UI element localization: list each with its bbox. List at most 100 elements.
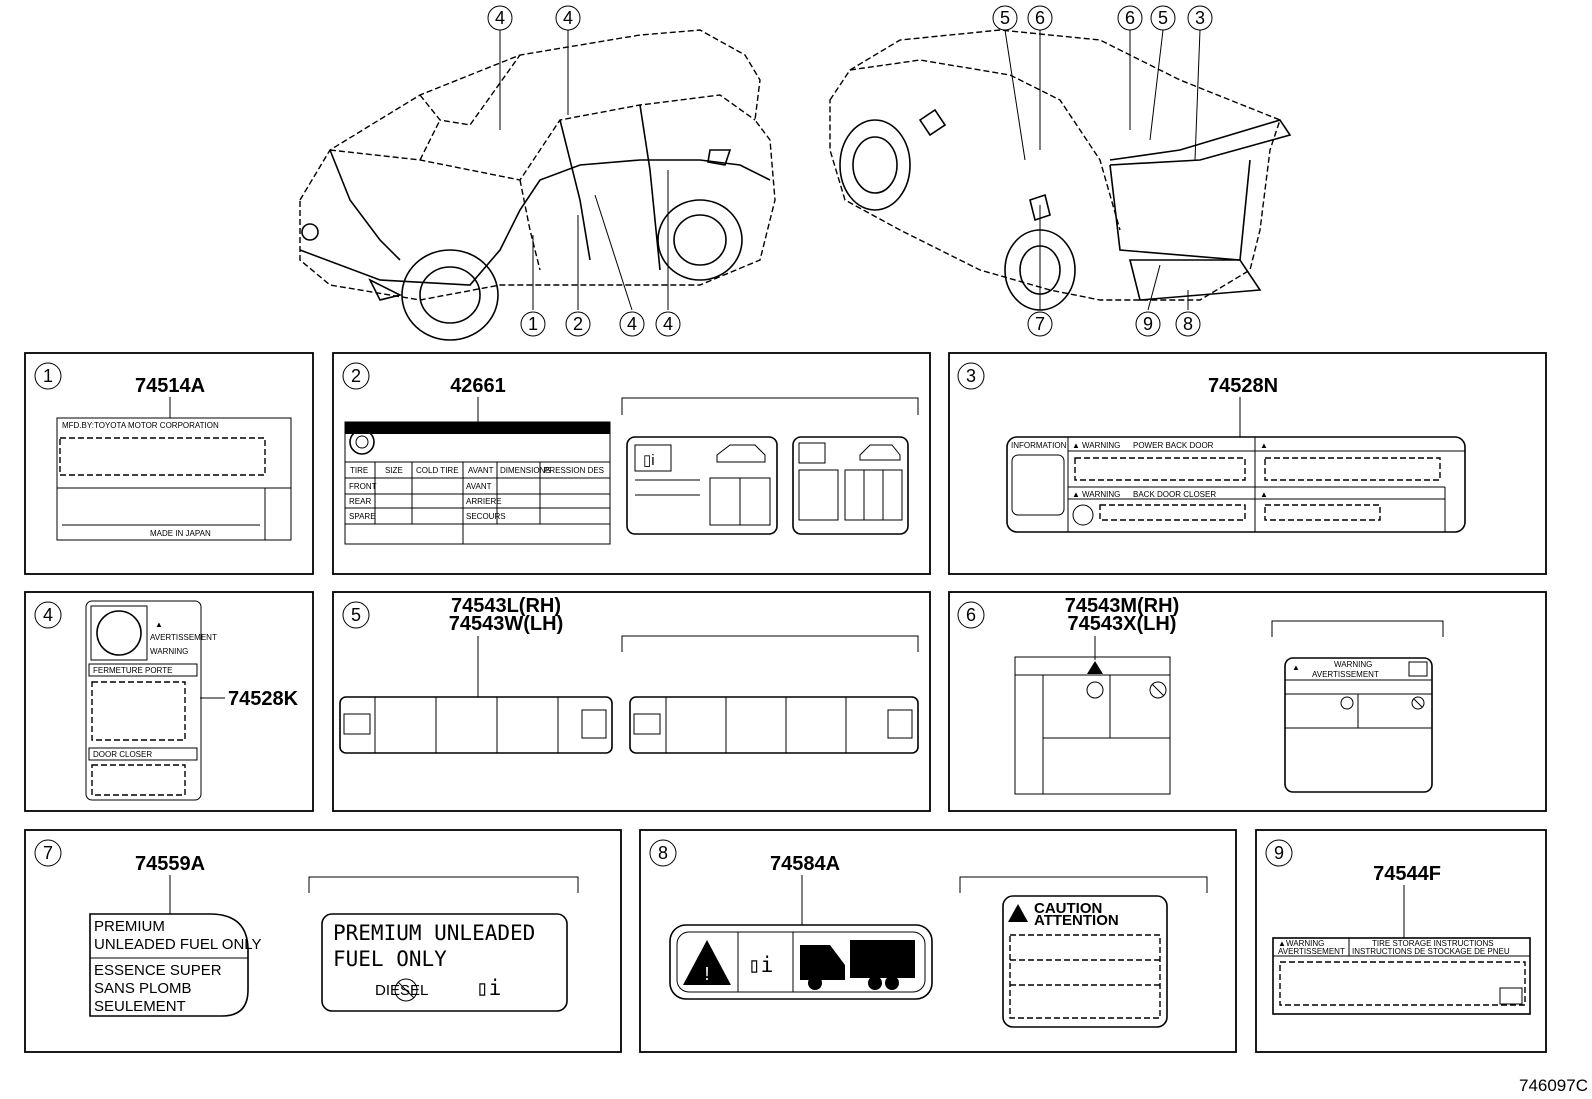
- panel-3: 3 74528N INFORMATION ▲ WARNING POWER BAC…: [948, 352, 1547, 575]
- tire-col-label: DIMENSIONS: [500, 466, 551, 475]
- callout-text: 6: [1035, 8, 1045, 28]
- callout-text: 8: [1183, 314, 1193, 334]
- part-number: 74543X(LH): [1068, 613, 1177, 635]
- fuel-label-right: [321, 913, 568, 1012]
- callout-text: 4: [495, 8, 505, 28]
- label-text: ▲: [1072, 441, 1080, 450]
- info-book-icon: ▯i: [476, 976, 501, 1000]
- tire-row-label: AVANT: [466, 482, 492, 491]
- part-number: 74544F: [1373, 863, 1441, 885]
- info-book-icon: ▯i: [748, 953, 773, 977]
- tire-col-label: TIRE: [350, 466, 368, 475]
- door-closer-label: [85, 600, 202, 801]
- part-number: 74528N: [1208, 375, 1278, 397]
- tire-row-label: SECOURS: [466, 512, 506, 521]
- label-text: ▲: [1260, 441, 1268, 450]
- callout-text: 3: [1195, 8, 1205, 28]
- tire-row-label: FRONT: [349, 482, 377, 491]
- part-number: 74528K: [228, 688, 299, 710]
- panel-2: 2 42661 TIRE SIZE COLD TIRE AVANT DIMENS…: [332, 352, 931, 575]
- label-text: CAUTION: [1034, 900, 1102, 917]
- label-text: INSTRUCTIONS DE STOCKAGE DE PNEU: [1352, 947, 1510, 956]
- panel-1: 1 74514A MFD.BY:TOYOTA MOTOR CORPORATION…: [24, 352, 314, 575]
- label-text: AVERTISSEMENT: [1312, 670, 1379, 679]
- callout-text: 9: [1143, 314, 1153, 334]
- label-text: DIESEL: [375, 982, 428, 999]
- label-text: WARNING: [1082, 441, 1120, 450]
- label-text: WARNING: [1082, 490, 1120, 499]
- part-number: 74543L(RH): [451, 595, 561, 617]
- panel-7: 7 74559A PREMIUM UNLEADED FUEL ONLY ESSE…: [24, 829, 622, 1053]
- panel-number: 5: [351, 605, 361, 625]
- callout-text: 2: [573, 314, 583, 334]
- panel-number: 8: [658, 843, 668, 863]
- diagram-code: 746097C: [1519, 1076, 1588, 1095]
- label-text: ▲: [1260, 490, 1268, 499]
- front-callouts: 4 4 1 2 4 4: [487, 5, 681, 337]
- panel-number: 4: [43, 605, 53, 625]
- rear-vehicle-illustration: [829, 29, 1292, 311]
- seat-warning-label-a: [1014, 656, 1171, 795]
- label-text: BACK DOOR CLOSER: [1133, 490, 1216, 499]
- callout-text: 4: [663, 314, 673, 334]
- label-text: ▲: [1072, 490, 1080, 499]
- callout-text: 1: [528, 314, 538, 334]
- panel-number: 2: [351, 366, 361, 386]
- seat-warning-label-b: [1284, 657, 1433, 793]
- warning-icon: [683, 940, 731, 985]
- label-text: WARNING: [1286, 939, 1324, 948]
- callout-text: 4: [627, 314, 637, 334]
- front-vehicle-illustration: [299, 29, 776, 341]
- label-text: PREMIUM: [94, 918, 165, 935]
- label-text: FUEL ONLY: [333, 947, 447, 971]
- tire-row-label: REAR: [349, 497, 371, 506]
- tire-col-label: PRESSION DES: [544, 466, 604, 475]
- label-text: INFORMATION: [1011, 441, 1067, 450]
- part-number: 74543M(RH): [1065, 595, 1179, 617]
- label-text: ▲: [155, 620, 163, 629]
- towing-icon: [800, 940, 915, 980]
- label-text: MFD.BY:TOYOTA MOTOR CORPORATION: [62, 421, 219, 430]
- panel-number: 9: [1274, 843, 1284, 863]
- label-text: MADE IN JAPAN: [150, 529, 211, 538]
- svg-text:!: !: [704, 964, 709, 984]
- tire-row-label: SPARE: [349, 512, 376, 521]
- fuel-label-left: [89, 913, 249, 1017]
- panel-4: 4 ▲ AVERTISSEMENT WARNING FERMETURE PORT…: [24, 591, 314, 812]
- label-text: SEULEMENT: [94, 998, 186, 1015]
- part-number: 74543W(LH): [449, 613, 563, 635]
- panel-5: 5 74543L(RH) 74543W(LH): [332, 591, 931, 812]
- callout-text: 7: [1035, 314, 1045, 334]
- panel-number: 6: [966, 605, 976, 625]
- part-number: 74559A: [135, 853, 205, 875]
- manufacturer-label: [56, 417, 292, 541]
- label-text: DOOR CLOSER: [93, 750, 152, 759]
- label-text: ATTENTION: [1034, 912, 1119, 929]
- part-number: 74514A: [135, 375, 205, 397]
- tire-col-label: COLD TIRE: [416, 466, 459, 475]
- part-number: 42661: [450, 375, 506, 397]
- panel-9: 9 74544F ▲ WARNING AVERTISSEMENT TIRE ST…: [1255, 829, 1547, 1053]
- label-text: POWER BACK DOOR: [1133, 441, 1214, 450]
- panel-number: 3: [966, 366, 976, 386]
- label-text: WARNING: [1334, 660, 1372, 669]
- seat-label-a: [339, 696, 613, 754]
- panel-8: 8 74584A ! ▯i CAUTION ATTENTION: [639, 829, 1237, 1053]
- caution-label: [1002, 895, 1168, 1028]
- panel-6: 6 74543M(RH) 74543X(LH) ▲ WARNING AVERTI…: [948, 591, 1547, 812]
- callout-text: 4: [563, 8, 573, 28]
- callout-text: 6: [1125, 8, 1135, 28]
- label-text: ▲: [1292, 663, 1300, 672]
- callout-text: 5: [1000, 8, 1010, 28]
- svg-text:▯i: ▯i: [643, 452, 655, 469]
- label-text: ▲: [1278, 939, 1286, 948]
- alt-label-b: [792, 436, 909, 535]
- towing-label: [669, 924, 933, 1000]
- label-text: AVERTISSEMENT: [150, 633, 217, 642]
- alt-label-a: [626, 436, 778, 535]
- tire-col-label: SIZE: [385, 466, 403, 475]
- panel-number: 7: [43, 843, 53, 863]
- seat-label-b: [629, 696, 919, 754]
- label-text: UNLEADED FUEL ONLY: [94, 936, 262, 953]
